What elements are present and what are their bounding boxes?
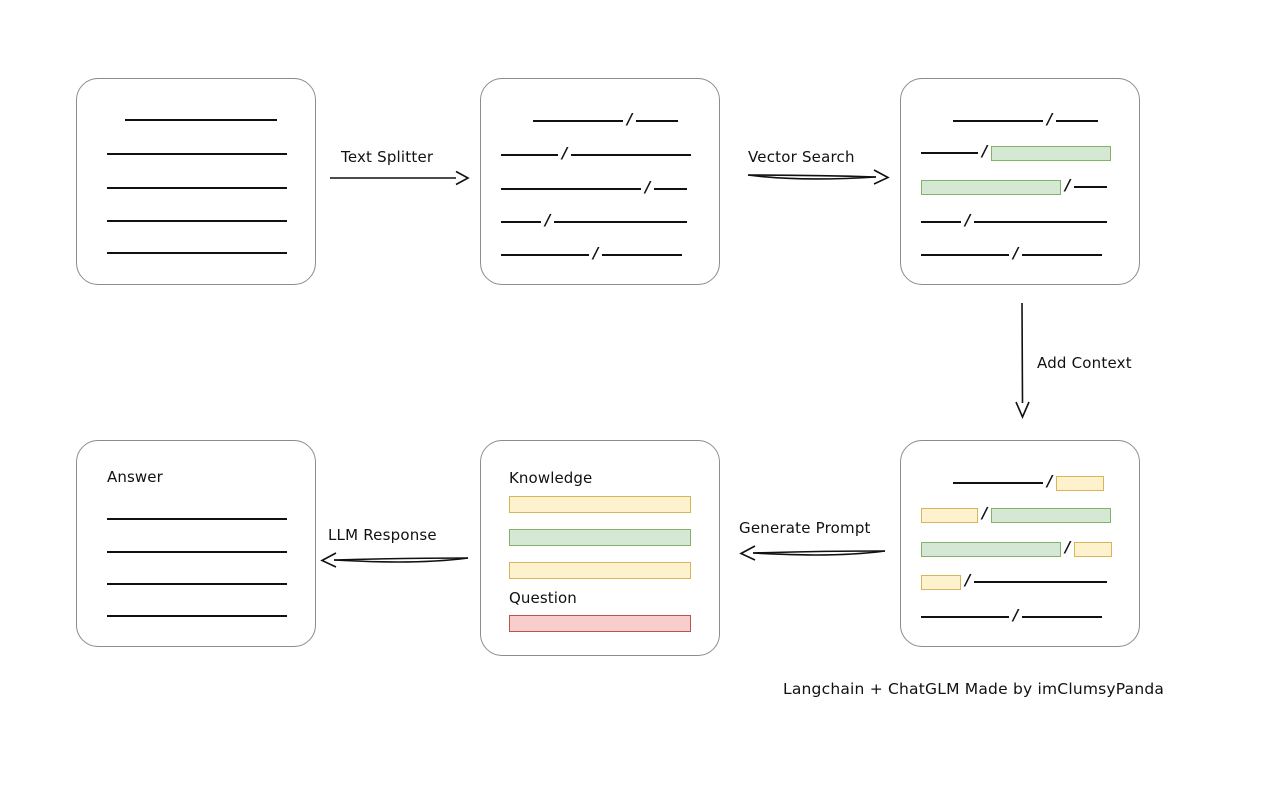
document-line <box>107 153 287 155</box>
context-chunk-highlight <box>1074 541 1113 557</box>
chunked-document-box[interactable]: / / / / / <box>480 78 720 285</box>
chunk-row: / <box>501 143 699 163</box>
source-document-box[interactable] <box>76 78 316 285</box>
answer-label: Answer <box>107 468 163 486</box>
question-bar <box>509 615 691 632</box>
chunk-row: / <box>921 471 1119 491</box>
chunk-row: / <box>501 210 699 230</box>
context-chunk-highlight <box>1056 475 1105 491</box>
split-marker: / <box>965 210 971 229</box>
retrieved-chunk-highlight <box>921 179 1061 195</box>
chunk-row: / <box>921 175 1119 195</box>
text-segment <box>953 482 1043 484</box>
add-context-arrow <box>1015 302 1030 420</box>
vector-search-label: Vector Search <box>748 148 855 166</box>
split-marker: / <box>645 177 651 196</box>
context-document-box[interactable]: / / / / / <box>900 440 1140 647</box>
answer-line <box>107 551 287 553</box>
chunk-row: / <box>501 177 699 197</box>
vector-search-arrow <box>747 169 890 185</box>
context-rows: / / / / / <box>901 441 1139 646</box>
chunk-row: / <box>501 243 699 263</box>
split-marker: / <box>1013 605 1019 624</box>
llm-response-arrow <box>320 552 469 568</box>
document-line <box>107 187 287 189</box>
chunk-row: / <box>921 537 1119 557</box>
chunk-row: / <box>921 605 1119 625</box>
split-marker: / <box>1065 537 1071 556</box>
generate-prompt-arrow <box>739 545 886 561</box>
document-line <box>125 119 277 121</box>
context-chunk-highlight <box>921 574 961 590</box>
knowledge-bar <box>509 562 691 579</box>
answer-line <box>107 518 287 520</box>
document-line <box>107 252 287 254</box>
text-segment <box>921 254 1009 256</box>
text-segment <box>921 616 1009 618</box>
text-segment <box>554 221 688 223</box>
chunk-rows: / / / / / <box>481 79 719 284</box>
document-line <box>107 220 287 222</box>
question-label: Question <box>509 589 577 607</box>
text-segment <box>974 581 1108 583</box>
answer-box[interactable]: Answer <box>76 440 316 647</box>
text-segment <box>953 120 1043 122</box>
split-marker: / <box>593 243 599 262</box>
text-segment <box>974 221 1108 223</box>
retrieved-rows: / / / / / <box>901 79 1139 284</box>
text-splitter-arrow <box>330 170 470 186</box>
retrieved-chunk-highlight <box>921 541 1061 557</box>
knowledge-bar <box>509 529 691 546</box>
text-segment <box>501 188 641 190</box>
text-segment <box>636 120 679 122</box>
answer-line <box>107 583 287 585</box>
chunk-row: / <box>921 570 1119 590</box>
split-marker: / <box>982 503 988 522</box>
llm-response-label: LLM Response <box>328 526 437 544</box>
context-chunk-highlight <box>921 507 978 523</box>
knowledge-label: Knowledge <box>509 469 593 487</box>
add-context-label: Add Context <box>1037 354 1132 372</box>
split-marker: / <box>1065 175 1071 194</box>
text-segment <box>501 154 558 156</box>
split-marker: / <box>1047 109 1053 128</box>
retrieved-chunk-highlight <box>991 145 1112 161</box>
split-marker: / <box>965 570 971 589</box>
footer-credit: Langchain + ChatGLM Made by imClumsyPand… <box>783 680 1165 698</box>
knowledge-bar <box>509 496 691 513</box>
chunk-row: / <box>921 210 1119 230</box>
text-segment <box>533 120 623 122</box>
text-segment <box>921 152 978 154</box>
chunk-row: / <box>921 503 1119 523</box>
split-marker: / <box>545 210 551 229</box>
prompt-box[interactable]: Knowledge Question <box>480 440 720 656</box>
retrieved-document-box[interactable]: / / / / / <box>900 78 1140 285</box>
chunk-row: / <box>921 141 1119 161</box>
text-segment <box>1022 254 1103 256</box>
generate-prompt-label: Generate Prompt <box>739 519 871 537</box>
retrieved-chunk-highlight <box>991 507 1112 523</box>
chunk-row: / <box>501 109 699 129</box>
split-marker: / <box>982 141 988 160</box>
text-splitter-label: Text Splitter <box>341 148 434 166</box>
text-segment <box>501 254 589 256</box>
answer-line <box>107 615 287 617</box>
text-segment <box>1022 616 1103 618</box>
text-segment <box>1056 120 1099 122</box>
text-segment <box>654 188 688 190</box>
text-segment <box>602 254 683 256</box>
text-segment <box>571 154 692 156</box>
text-segment <box>501 221 541 223</box>
split-marker: / <box>627 109 633 128</box>
chunk-row: / <box>921 109 1119 129</box>
split-marker: / <box>562 143 568 162</box>
text-segment <box>1074 186 1108 188</box>
split-marker: / <box>1047 471 1053 490</box>
text-segment <box>921 221 961 223</box>
split-marker: / <box>1013 243 1019 262</box>
chunk-row: / <box>921 243 1119 263</box>
